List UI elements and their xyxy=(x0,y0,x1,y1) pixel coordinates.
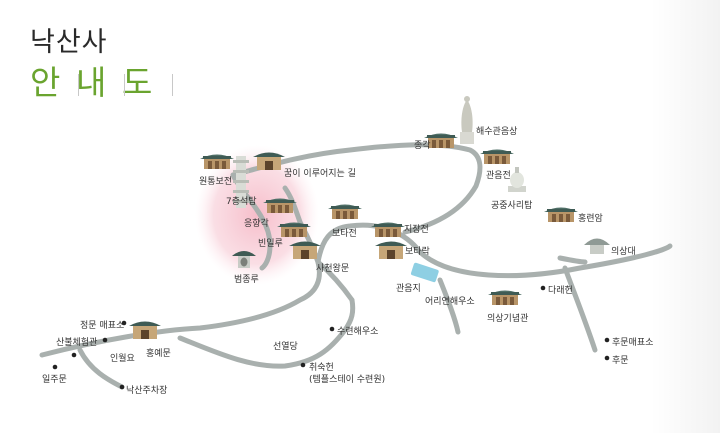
temple-icon xyxy=(488,290,522,305)
location-dot-icon xyxy=(71,352,77,358)
pagoda-icon xyxy=(233,156,249,208)
label-binillu: 빈일루 xyxy=(258,239,283,249)
label-haesu-gwaneumsang: 해수관음상 xyxy=(476,127,518,137)
label-gwaneumji: 관음지 xyxy=(396,284,421,294)
temple-icon xyxy=(480,149,514,164)
label-wontongbojeon: 원통보전 xyxy=(199,177,233,187)
label-botajeon: 보타전 xyxy=(332,229,357,239)
statue-icon xyxy=(460,96,474,144)
temple-icon xyxy=(277,222,311,237)
label-jonggak: 종각 xyxy=(414,141,431,151)
pavilion-icon xyxy=(584,238,610,254)
label-chilcheung-seoktap: 7층석탑 xyxy=(226,197,257,207)
title-divider xyxy=(78,74,79,96)
label-gongjung-saritap: 공중사리탑 xyxy=(491,201,533,211)
label-dream-road: 꿈이 이루어지는 길 xyxy=(284,169,356,179)
location-dot-icon xyxy=(329,326,335,332)
label-sanbul-center: 산불체험관 xyxy=(56,338,98,348)
temple-icon xyxy=(263,198,297,213)
temple-icon xyxy=(232,251,256,268)
label-humun-ticket: 후문매표소 xyxy=(612,338,654,348)
label-hongryeonam: 홍련암 xyxy=(578,214,603,224)
label-uisangdae: 의상대 xyxy=(611,247,636,257)
label-humun: 후문 xyxy=(612,356,629,366)
temple-icon xyxy=(328,204,362,219)
label-suryeon-haeuso: 수련해우소 xyxy=(337,327,379,337)
temple-icon xyxy=(371,222,405,237)
label-seonyeoldang: 선열당 xyxy=(273,342,298,352)
title-divider xyxy=(172,74,173,96)
stupa-icon xyxy=(508,167,526,192)
pond-icon xyxy=(410,262,439,283)
label-gwaneumjeon: 관음전 xyxy=(486,171,511,181)
label-sacheonwangmun: 사천왕문 xyxy=(316,264,350,274)
gate-icon xyxy=(129,321,161,339)
label-chwisuheon: 취숙헌 xyxy=(309,363,334,373)
title-divider xyxy=(124,74,125,96)
gate-icon xyxy=(253,152,285,170)
location-dot-icon xyxy=(52,364,58,370)
label-iljumun: 일주문 xyxy=(42,375,67,385)
gate-icon xyxy=(375,241,407,259)
title-char-2: 내 xyxy=(76,63,107,102)
label-eoriyeon-haeuso: 어리연해우소 xyxy=(425,297,475,307)
label-eunghyanggak: 응향각 xyxy=(244,219,269,229)
label-beomjongnu: 범종루 xyxy=(234,275,259,285)
map-title-temple: 낙산사 xyxy=(30,27,108,58)
title-char-3: 도 xyxy=(122,63,153,102)
label-darae-heon: 다래헌 xyxy=(548,286,573,296)
label-jeongmun-ticket: 정문 매표소 xyxy=(80,321,125,331)
location-dot-icon xyxy=(300,362,306,368)
label-chwisuheon-sub: (템플스테이 수련원) xyxy=(309,375,386,385)
location-dot-icon xyxy=(102,337,108,343)
label-uisang-memorial: 의상기념관 xyxy=(487,314,529,324)
road-network xyxy=(39,142,673,390)
title-char-1: 안 xyxy=(30,63,61,102)
label-naksan-parking: 낙산주차장 xyxy=(126,386,168,396)
right-shade xyxy=(650,0,720,433)
location-dot-icon xyxy=(119,384,125,390)
label-hongyemun: 홍예문 xyxy=(146,349,171,359)
location-dot-icon xyxy=(604,355,610,361)
label-jijangjeon: 지장전 xyxy=(404,225,429,235)
temple-icon xyxy=(544,207,578,222)
location-dot-icon xyxy=(540,285,546,291)
main-hall-zone xyxy=(195,145,319,285)
temple-icon xyxy=(200,154,234,169)
gate-icon xyxy=(289,241,321,259)
label-inwolyo: 인월요 xyxy=(110,354,135,364)
location-dot-icon xyxy=(604,337,610,343)
label-botarak: 보타락 xyxy=(405,247,430,257)
